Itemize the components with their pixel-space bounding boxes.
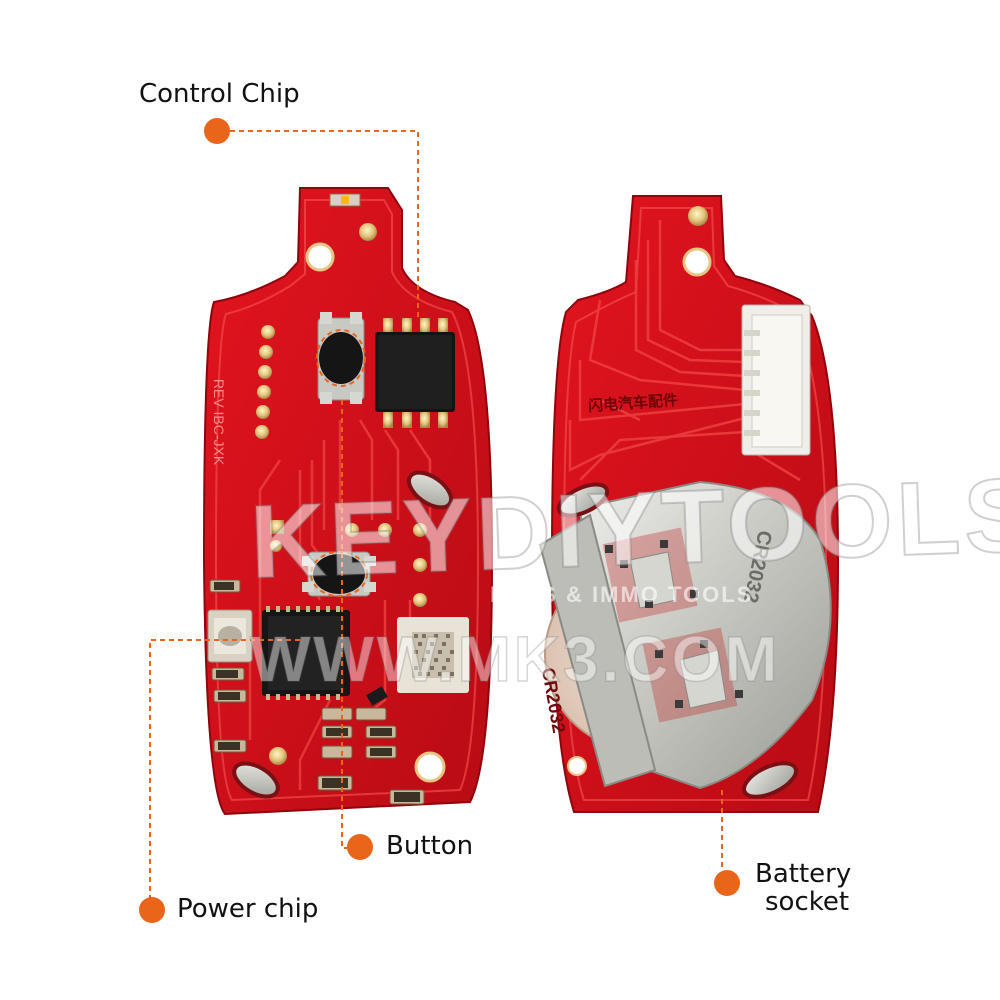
power-chip (262, 606, 388, 706)
dot-control-chip (204, 118, 230, 144)
button-bottom (302, 551, 376, 597)
via (688, 206, 708, 226)
back-traces (568, 220, 801, 482)
dot-power-chip (139, 897, 165, 923)
watermark-url: WWW.MK3.COM (249, 622, 781, 696)
battery-tab (232, 761, 280, 799)
connector-header (741, 304, 811, 456)
via (269, 747, 287, 765)
dot-button (347, 834, 373, 860)
battery-tab (742, 761, 798, 799)
front-traces (248, 419, 432, 790)
battery-tab (406, 470, 454, 510)
mounting-hole (567, 756, 587, 776)
button-top (316, 312, 366, 404)
front-silkscreen-text: REV IBC-JXK (211, 378, 228, 466)
back-pcb (538, 195, 840, 813)
datamatrix-label (397, 617, 469, 693)
leader-power-chip (149, 639, 300, 900)
via (359, 223, 377, 241)
label-battery-socket-line1: Battery (755, 859, 852, 889)
crystal-component (207, 609, 253, 663)
watermark-tagline: KEYS & IMMO TOOLS (490, 582, 754, 607)
battery-tab (556, 482, 610, 518)
label-button: Button (386, 831, 474, 861)
mounting-hole (305, 242, 335, 272)
battery-clip (538, 480, 832, 790)
front-pcb (202, 187, 494, 816)
callout-lines (149, 130, 723, 900)
mounting-hole (414, 751, 446, 783)
programming-pads (255, 325, 275, 439)
passive-components (209, 579, 425, 805)
label-battery-socket-line2: socket (765, 887, 850, 917)
mounting-hole (682, 247, 712, 277)
label-control-chip: Control Chip (139, 79, 300, 109)
via-group (270, 520, 427, 607)
dot-battery-socket (714, 870, 740, 896)
label-power-chip: Power chip (177, 894, 319, 924)
control-chip (375, 318, 455, 428)
